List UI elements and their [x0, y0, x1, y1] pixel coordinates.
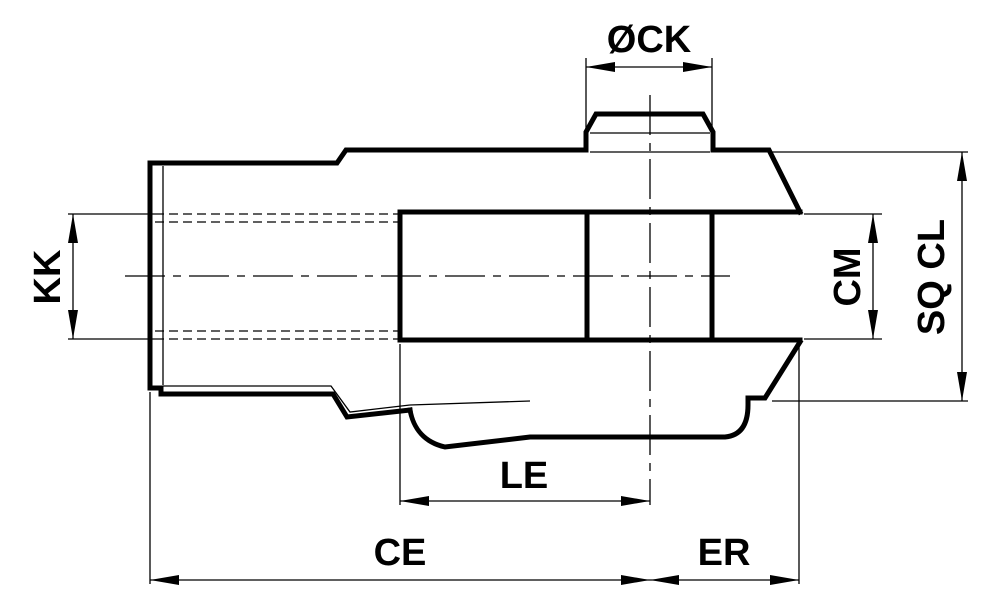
extension-lines	[68, 58, 968, 584]
dimension-ce: CE	[150, 532, 650, 585]
label-sq-cl: SQ CL	[911, 219, 953, 335]
part-outline	[147, 111, 804, 450]
label-ce: CE	[374, 532, 427, 574]
hidden-thread-lines	[155, 213, 398, 340]
dimension-sq-cl: SQ CL	[911, 152, 967, 401]
dimension-ck: ØCK	[586, 19, 712, 72]
dimension-kk: KK	[27, 214, 78, 339]
label-ck: ØCK	[607, 19, 692, 61]
center-lines	[125, 95, 730, 505]
dimension-er: ER	[650, 532, 799, 585]
secondary-edges	[162, 132, 710, 413]
label-cm: CM	[827, 247, 869, 306]
label-le: LE	[500, 455, 549, 497]
label-er: ER	[698, 532, 751, 574]
dimension-cm: CM	[827, 214, 878, 339]
dimension-le: LE	[400, 455, 650, 506]
label-kk: KK	[27, 249, 69, 304]
